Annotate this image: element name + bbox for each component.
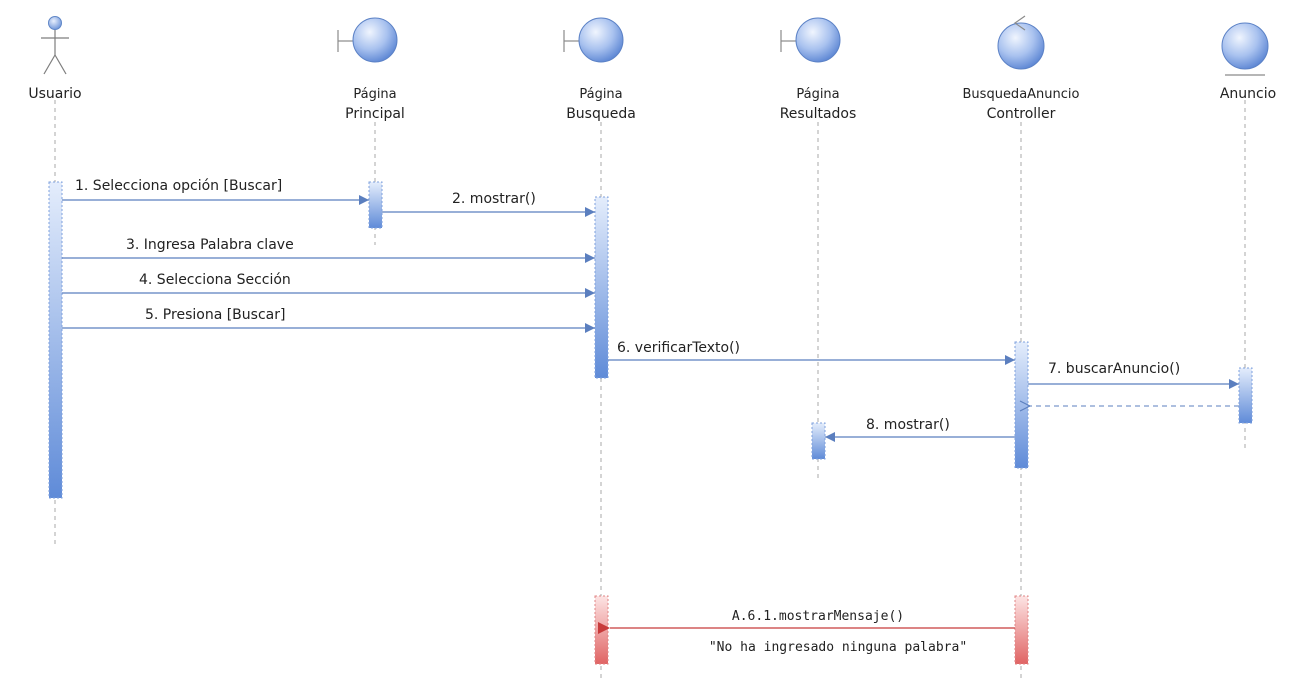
message-3: 3. Ingresa Palabra clave (62, 237, 595, 263)
participant-label: Anuncio (1220, 86, 1276, 102)
participant-label: Usuario (28, 86, 81, 102)
message-label: 8. mostrar() (866, 417, 950, 433)
message-5: 5. Presiona [Buscar] (62, 307, 595, 333)
message-label: 1. Selecciona opción [Buscar] (75, 178, 282, 194)
activation-bar-alt (594, 595, 609, 665)
participant-label: Página (579, 87, 622, 102)
participant-label: BusquedaAnuncio (963, 87, 1080, 102)
participant-label: Resultados (780, 106, 857, 122)
message-label: A.6.1.mostrarMensaje() (732, 609, 904, 624)
boundary-icon (563, 17, 624, 63)
activation-bar (594, 196, 609, 379)
message-label: 7. buscarAnuncio() (1048, 361, 1180, 377)
activation-bar (48, 181, 63, 499)
message-7: 7. buscarAnuncio() (1028, 361, 1239, 389)
message-2: 2. mostrar() (382, 191, 595, 217)
entity-icon (1221, 22, 1269, 76)
participant-label: Principal (345, 106, 405, 122)
activation-bar (1014, 341, 1029, 469)
participant-label: Página (353, 87, 396, 102)
boundary-icon (337, 17, 398, 63)
message-label: 5. Presiona [Buscar] (145, 307, 285, 323)
message-label: 2. mostrar() (452, 191, 536, 207)
boundary-icon (780, 17, 841, 63)
message-note: "No ha ingresado ninguna palabra" (709, 640, 967, 655)
participant-label: Controller (987, 106, 1056, 122)
message-alt: A.6.1.mostrarMensaje() "No ha ingresado … (598, 609, 1015, 655)
participant-label: Página (796, 87, 839, 102)
control-icon (997, 15, 1045, 70)
message-1: 1. Selecciona opción [Buscar] (62, 178, 369, 205)
participant-label: Busqueda (566, 106, 636, 122)
actor-icon (41, 16, 69, 75)
activation-bar (811, 422, 826, 460)
activations (48, 181, 1253, 665)
activation-bar (1238, 367, 1253, 424)
message-label: 4. Selecciona Sección (139, 272, 291, 288)
message-label: 3. Ingresa Palabra clave (126, 237, 294, 253)
message-label: 6. verificarTexto() (617, 340, 740, 356)
message-4: 4. Selecciona Sección (62, 272, 595, 298)
participant-labels: Usuario Página Principal Página Busqueda… (28, 86, 1276, 122)
message-6: 6. verificarTexto() (608, 340, 1015, 365)
activation-bar-alt (1014, 595, 1029, 665)
message-8: 8. mostrar() (825, 417, 1015, 442)
activation-bar (368, 181, 383, 229)
